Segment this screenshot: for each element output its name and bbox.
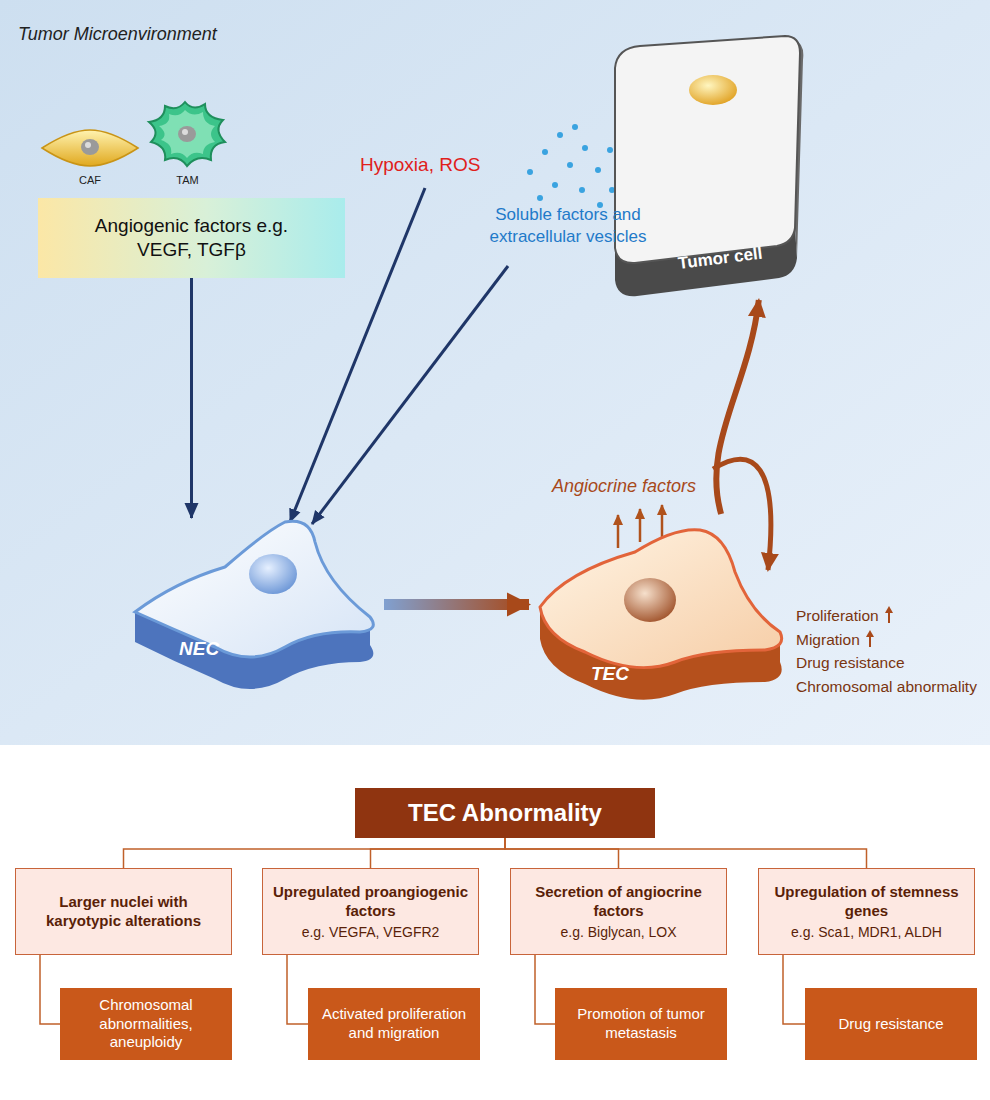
caf-cell: CAF — [40, 126, 140, 196]
tec-cell: TEC — [525, 512, 790, 707]
elbow-connector — [783, 955, 805, 1024]
tree-connector — [505, 838, 619, 868]
category-heading: Upregulation of stemness genes — [769, 883, 964, 921]
secretion-label: Angiocrine factors — [552, 476, 696, 497]
outcome-box: Activated proliferation and migration — [308, 988, 480, 1060]
category-box: Larger nuclei with karyotypic alteration… — [15, 868, 232, 955]
increase-arrow — [865, 630, 875, 648]
label-holder: Migration — [796, 630, 875, 649]
category-heading: Secretion of angiocrine factors — [521, 883, 716, 921]
label-holder: Soluble factors and extracellular vesicl… — [462, 204, 674, 248]
input-arrow — [190, 278, 193, 518]
category-example: e.g. VEGFA, VEGFR2 — [302, 924, 440, 940]
cell-label: TAM — [145, 174, 230, 186]
cell-shape — [40, 126, 140, 170]
nec-cell: NEC — [125, 512, 380, 697]
property-label: Proliferation — [796, 607, 879, 625]
category-example: e.g. Biglycan, LOX — [561, 924, 677, 940]
header-text: TEC Abnormality — [408, 799, 602, 827]
region-title: Tumor Microenvironment — [18, 24, 217, 45]
category-heading: Larger nuclei with karyotypic alteration… — [26, 893, 221, 931]
outcome-text: Chromosomal abnormalities, aneuploidy — [70, 996, 222, 1052]
cell-shape — [125, 512, 380, 692]
label-holder: Proliferation — [796, 606, 894, 625]
angiogenic-factor-box: Angiogenic factors e.g. VEGF, TGFβ — [38, 198, 345, 278]
label-holder: Chromosomal abnormality — [796, 678, 977, 696]
outcome-text: Activated proliferation and migration — [318, 1005, 470, 1043]
stimulus-label: Hypoxia, ROS — [360, 154, 480, 176]
label-holder: Hypoxia, ROS — [360, 154, 480, 176]
soluble-factor-arrow — [312, 266, 508, 524]
category-example: e.g. Sca1, MDR1, ALDH — [791, 924, 942, 940]
category-box: Secretion of angiocrine factors e.g. Bigl… — [510, 868, 727, 955]
property-label: Drug resistance — [796, 654, 905, 672]
tam-cell: TAM — [145, 98, 230, 196]
outcome-text: Promotion of tumor metastasis — [565, 1005, 717, 1043]
label-holder: Drug resistance — [796, 654, 905, 672]
angiocrine-arrow — [716, 300, 759, 514]
tree-connector — [124, 838, 506, 868]
outcome-box: Drug resistance — [805, 988, 977, 1060]
property-label: Chromosomal abnormality — [796, 678, 977, 696]
elbow-connector — [287, 955, 308, 1024]
header-box: TEC Abnormality — [355, 788, 655, 838]
outcome-box: Chromosomal abnormalities, aneuploidy — [60, 988, 232, 1060]
tme-panel — [0, 0, 990, 745]
category-box: Upregulated proangiogenic factors e.g. VE… — [262, 868, 479, 955]
category-box: Upregulation of stemness genes e.g. Sca1,… — [758, 868, 975, 955]
label-holder: Angiocrine factors — [552, 476, 696, 497]
tree-connector — [371, 838, 506, 868]
increase-arrow — [884, 606, 894, 624]
property-label: Migration — [796, 631, 860, 649]
tumor-cell: Tumor cell — [595, 28, 805, 298]
factor-text: Angiogenic factors e.g. VEGF, TGFβ — [72, 214, 312, 262]
outcome-text: Drug resistance — [838, 1015, 943, 1034]
vesicle-dots — [527, 124, 628, 208]
outcome-box: Promotion of tumor metastasis — [555, 988, 727, 1060]
cell-shape — [145, 98, 230, 170]
tree-connector — [505, 838, 867, 868]
label-holder: Tumor Microenvironment — [18, 24, 217, 45]
transition-arrow — [384, 599, 529, 610]
cell-shape — [525, 512, 790, 702]
cell-name: NEC — [179, 638, 219, 660]
elbow-connector — [535, 955, 555, 1024]
elbow-connector — [40, 955, 60, 1024]
category-heading: Upregulated proangiogenic factors — [273, 883, 468, 921]
cell-name: TEC — [591, 663, 629, 685]
stimulus-label: Soluble factors and extracellular vesicl… — [462, 204, 674, 248]
cell-label: CAF — [40, 174, 140, 186]
